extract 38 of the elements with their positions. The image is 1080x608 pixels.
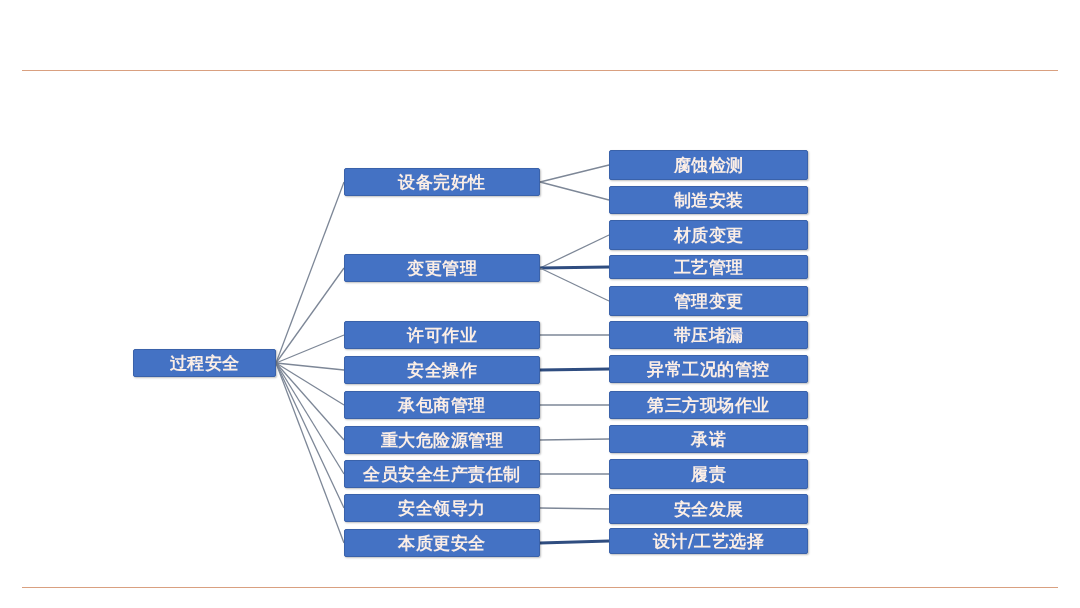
connector-line xyxy=(539,438,610,441)
topic-box: 带压堵漏 xyxy=(609,321,808,349)
topic-box: 过程安全 xyxy=(133,349,276,377)
topic-box: 制造安装 xyxy=(609,186,808,214)
topic-box: 许可作业 xyxy=(344,321,540,349)
connector-line xyxy=(539,267,610,302)
connector-line xyxy=(539,164,610,183)
topic-box: 本质更安全 xyxy=(344,529,540,557)
connector-line xyxy=(539,507,610,510)
topic-box: 腐蚀检测 xyxy=(609,150,808,180)
connector-line xyxy=(275,334,345,364)
topic-box: 设备完好性 xyxy=(344,168,540,196)
topic-box: 变更管理 xyxy=(344,254,540,282)
topic-box: 安全发展 xyxy=(609,494,808,524)
connector-line xyxy=(539,367,610,372)
topic-box: 设计/工艺选择 xyxy=(609,528,808,554)
connector-line xyxy=(275,362,345,441)
topic-box: 承诺 xyxy=(609,425,808,453)
topic-box: 履责 xyxy=(609,459,808,489)
topic-box: 工艺管理 xyxy=(609,255,808,279)
topic-box: 异常工况的管控 xyxy=(609,355,808,383)
connector-line xyxy=(275,267,345,364)
topic-box: 承包商管理 xyxy=(344,391,540,419)
connector-line xyxy=(539,404,610,406)
connector-line xyxy=(539,181,610,201)
connector-line xyxy=(539,265,610,270)
topic-box: 安全领导力 xyxy=(344,494,540,522)
topic-box: 全员安全生产责任制 xyxy=(344,460,540,488)
connector-line xyxy=(539,539,610,545)
topic-box: 管理变更 xyxy=(609,286,808,316)
topic-box: 安全操作 xyxy=(344,356,540,384)
topic-box: 重大危险源管理 xyxy=(344,426,540,454)
topic-box: 第三方现场作业 xyxy=(609,391,808,419)
connector-line xyxy=(539,334,610,336)
connector-line xyxy=(275,362,345,406)
connector-line xyxy=(539,473,610,475)
topic-box: 材质变更 xyxy=(609,220,808,250)
connector-line xyxy=(275,362,345,371)
